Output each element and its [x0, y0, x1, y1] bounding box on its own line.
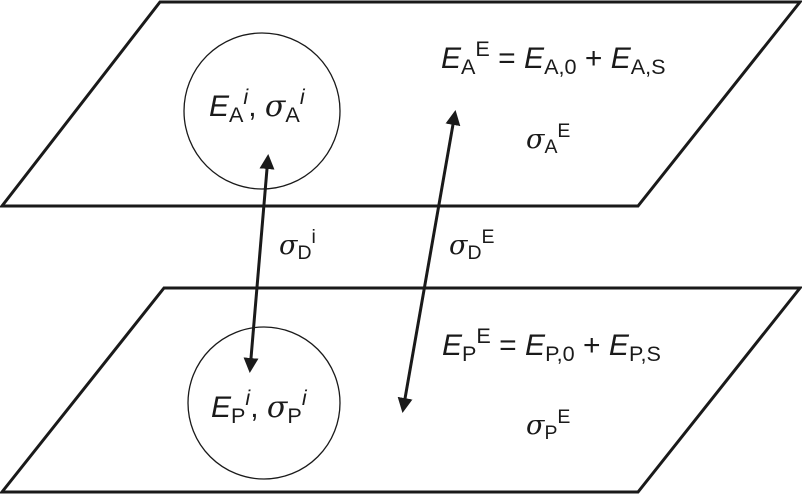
upper-energy-t1-sub: A,0 [544, 54, 577, 80]
lower-sigma-sup: E [557, 406, 571, 429]
upper-energy-equation: EAE = EA,0 + EA,S [441, 38, 666, 78]
lower-energy-t1: E [525, 329, 546, 362]
lower-energy-t1-sub: P,0 [545, 341, 575, 367]
upper-sigma: σ [526, 124, 545, 155]
upper-circle-label: EAi, σAi [209, 86, 305, 126]
lower-energy-plus: + [583, 329, 601, 362]
upper-circle-sigma-sub: A [285, 102, 300, 128]
lower-circle-E: E [211, 391, 232, 424]
upper-circle-sigma: σ [264, 89, 286, 124]
upper-circle-E: E [209, 90, 230, 123]
global-sigma-sub: D [467, 242, 482, 265]
lower-energy-E-sup: E [476, 323, 491, 349]
upper-energy-t1: E [524, 42, 545, 75]
upper-energy-E: E [441, 42, 462, 75]
global-sigma: σ [449, 230, 468, 261]
lower-energy-equation: EPE = EP,0 + EP,S [442, 325, 661, 365]
lower-energy-eq: = [499, 329, 517, 362]
upper-energy-t2-sub: A,S [630, 54, 666, 80]
upper-sigma-label: σAE [526, 122, 570, 158]
local-sigma-sub: D [297, 242, 312, 265]
upper-plane [0, 0, 802, 208]
lower-circle-sigma: σ [266, 390, 288, 425]
lower-energy-t2-sub: P,S [628, 341, 661, 367]
lower-circle-E-sup: i [245, 385, 251, 411]
global-sigma-sup: E [481, 226, 495, 249]
lower-sigma-label: σPE [526, 408, 570, 444]
local-exchange-label: σDi [279, 228, 316, 264]
local-exchange-arrow [243, 154, 275, 373]
upper-circle-sep: , [248, 90, 257, 123]
upper-sigma-sup: E [557, 120, 571, 143]
lower-energy-E-sub: P [462, 341, 477, 367]
local-sigma-sup: i [311, 226, 316, 249]
lower-circle-sep: , [250, 391, 259, 424]
upper-energy-E-sup: E [475, 36, 490, 62]
lower-plane [0, 286, 802, 494]
upper-energy-t2: E [610, 42, 631, 75]
upper-circle-E-sup: i [243, 84, 249, 110]
lower-circle-label: EPi, σPi [211, 387, 307, 427]
upper-energy-eq: = [498, 42, 516, 75]
upper-circle-E-sub: A [229, 102, 244, 128]
lower-energy-E: E [442, 329, 463, 362]
upper-circle-sigma-sup: i [299, 84, 305, 110]
lower-circle-sigma-sup: i [301, 385, 307, 411]
lower-sigma: σ [526, 410, 545, 441]
lower-circle-E-sub: P [231, 403, 246, 429]
lower-circle-sigma-sub: P [287, 403, 302, 429]
upper-energy-plus: + [584, 42, 603, 75]
upper-energy-E-sub: A [461, 54, 476, 80]
global-exchange-arrow [397, 110, 461, 413]
global-exchange-label: σDE [449, 228, 494, 264]
local-sigma: σ [279, 230, 298, 261]
lower-energy-t2: E [608, 329, 629, 362]
lower-sigma-sub: P [544, 422, 558, 445]
upper-sigma-sub: A [544, 136, 558, 159]
